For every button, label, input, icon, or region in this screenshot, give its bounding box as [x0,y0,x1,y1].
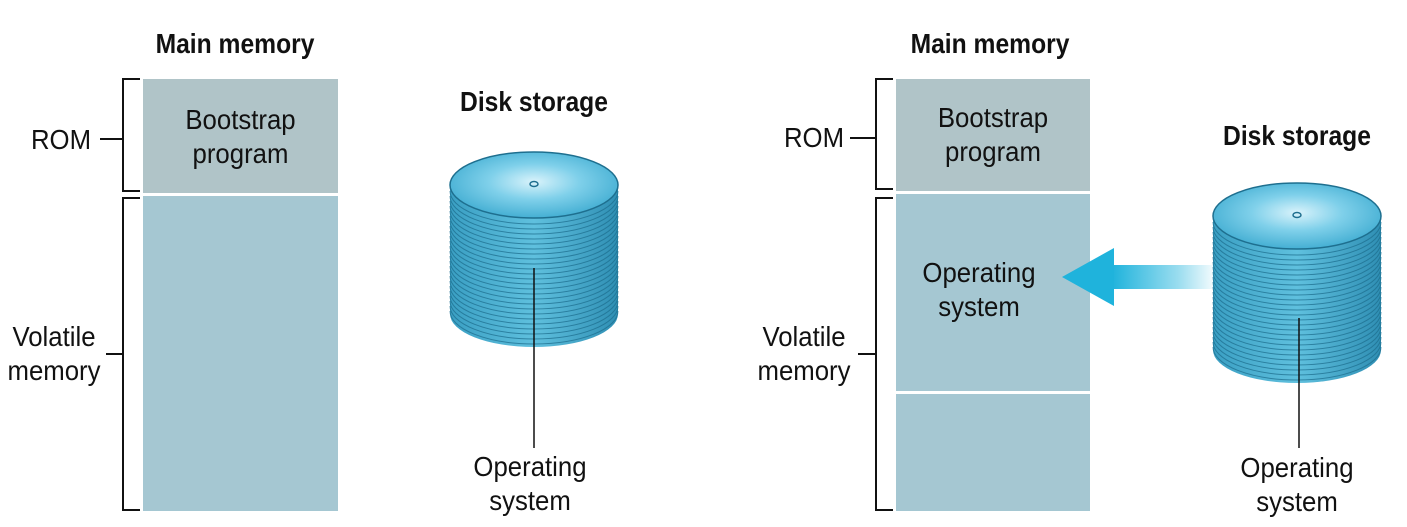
main-memory-title: Main memory [155,28,315,59]
rom-label: ROM [783,122,845,153]
volatile-memory-block [143,193,338,511]
memory-divider [143,193,338,196]
disk-icon [449,151,619,448]
rom-block [896,79,1090,191]
memory-divider [896,191,1090,194]
os-on-disk-label: Operating system [473,451,587,516]
rom-block [143,79,338,193]
disk-storage-title: Disk storage [1223,120,1371,151]
disk-icon [1212,182,1382,448]
bootstrap-program-label: Bootstrap program [185,104,296,169]
volatile-bracket [858,197,893,511]
disk-storage-title: Disk storage [460,86,608,117]
volatile-memory-label: Volatile memory [7,321,101,386]
bootstrap-program-label: Bootstrap program [937,102,1049,167]
os-region-divider [896,391,1090,394]
rom-bracket [100,78,140,192]
load-arrow [1062,248,1214,306]
main-memory-title: Main memory [910,28,1070,59]
volatile-memory-block [896,191,1090,511]
os-on-disk-label: Operating system [1240,452,1354,517]
os-in-memory-label: Operating system [922,257,1036,322]
volatile-memory-label: Volatile memory [757,321,851,386]
rom-label: ROM [30,124,92,155]
rom-bracket [850,78,893,190]
volatile-bracket [106,197,140,511]
